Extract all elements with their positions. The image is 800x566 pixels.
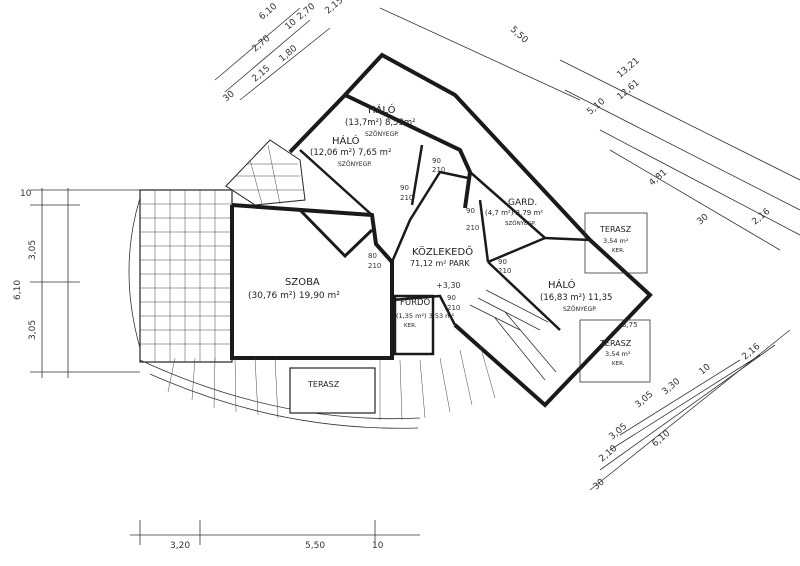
svg-text:3,05: 3,05 <box>608 422 630 443</box>
room-floor: SZŐNYEGP. <box>365 131 399 138</box>
svg-text:2,15: 2,15 <box>324 0 346 16</box>
room-floor: KER. <box>612 361 625 367</box>
svg-text:10: 10 <box>372 541 384 551</box>
svg-text:3,05: 3,05 <box>634 390 656 411</box>
svg-text:2,16: 2,16 <box>741 342 763 363</box>
room-floor: SZŐNYEGP. <box>505 220 536 227</box>
svg-text:10: 10 <box>284 17 299 32</box>
room-area: (16,83 m²) 11,35 <box>540 293 612 303</box>
svg-text:2,70: 2,70 <box>251 34 273 55</box>
svg-text:10: 10 <box>698 362 713 377</box>
svg-text:30: 30 <box>222 89 237 104</box>
room-name: HÁLÓ <box>368 103 396 116</box>
svg-text:6,10: 6,10 <box>13 280 23 300</box>
svg-text:3,05: 3,05 <box>28 320 38 340</box>
room-area: (13,7m²) 8,53m² <box>345 118 416 128</box>
svg-text:210: 210 <box>498 267 511 275</box>
svg-text:3,75: 3,75 <box>622 321 638 329</box>
svg-text:90: 90 <box>400 184 409 192</box>
room-name: KÖZLEKEDŐ <box>412 244 473 258</box>
svg-text:90: 90 <box>447 294 456 302</box>
svg-text:3,05: 3,05 <box>28 240 38 260</box>
svg-text:30: 30 <box>592 477 607 492</box>
room-label-furdo: FÜRDŐ (1,35 m²) 3,53 m² KER. <box>396 297 454 329</box>
svg-text:6,10: 6,10 <box>258 2 280 23</box>
room-name: TERASZ <box>307 380 340 389</box>
dimension-lines <box>30 7 800 545</box>
svg-text:80: 80 <box>368 252 377 260</box>
svg-text:5,50: 5,50 <box>305 541 325 551</box>
terrace-grid-left <box>128 189 233 363</box>
svg-text:4,81: 4,81 <box>648 168 670 189</box>
svg-text:210: 210 <box>432 166 445 174</box>
svg-text:13,21: 13,21 <box>616 56 642 80</box>
svg-text:90: 90 <box>432 157 441 165</box>
svg-text:210: 210 <box>368 262 381 270</box>
svg-text:5,50: 5,50 <box>508 25 530 46</box>
room-area: 3,54 m² <box>603 237 629 245</box>
room-label-terasz-right-top: TERASZ 3,54 m² KER. <box>599 225 632 254</box>
terrace-grid-upper <box>225 139 306 206</box>
room-label-halo-upper: HÁLÓ (13,7m²) 8,53m² SZŐNYEGP. <box>345 103 416 138</box>
svg-text:2,10: 2,10 <box>598 444 620 465</box>
room-area: (1,35 m²) 3,53 m² <box>396 312 454 320</box>
stair-lines <box>469 289 557 381</box>
room-label-halo-left: HÁLÓ (12,06 m²) 7,65 m² SZŐNYEGP. <box>310 134 391 168</box>
room-floor: SZŐNYEGP. <box>338 161 372 168</box>
room-name: TERASZ <box>599 339 632 348</box>
room-area: 71,12 m² PARK <box>410 259 470 268</box>
room-area: (30,76 m²) 19,90 m² <box>248 291 340 301</box>
svg-text:210: 210 <box>466 224 479 232</box>
svg-text:+3,30: +3,30 <box>436 281 461 290</box>
room-area: (4,7 m²) 3,79 m² <box>485 209 543 217</box>
room-name: FÜRDŐ <box>400 297 431 308</box>
room-name: GARD. <box>508 198 537 208</box>
room-label-terasz-bottom: TERASZ <box>307 380 340 389</box>
svg-text:210: 210 <box>400 194 413 202</box>
svg-text:3,20: 3,20 <box>170 541 190 551</box>
room-floor: KER. <box>404 323 417 329</box>
room-label-szoba: SZOBA (30,76 m²) 19,90 m² <box>248 277 340 301</box>
svg-text:2,70: 2,70 <box>296 2 318 23</box>
svg-text:3,30: 3,30 <box>661 377 683 398</box>
svg-text:2,15: 2,15 <box>251 64 273 85</box>
room-label-gard: GARD. (4,7 m²) 3,79 m² SZŐNYEGP. <box>485 198 543 227</box>
exterior-walls <box>230 52 653 408</box>
svg-text:210: 210 <box>447 304 460 312</box>
svg-text:90: 90 <box>466 207 475 215</box>
room-floor: KER. <box>612 248 625 254</box>
terrace-fan-bottom <box>139 344 496 429</box>
svg-text:5,10: 5,10 <box>586 97 608 118</box>
opening-labels: 90 210 90 210 90 210 80 210 90 210 90 21… <box>368 157 638 329</box>
room-area: 3,54 m² <box>605 350 631 358</box>
svg-text:90: 90 <box>498 258 507 266</box>
room-name: TERASZ <box>599 225 632 234</box>
room-name: HÁLÓ <box>332 134 360 147</box>
svg-text:10: 10 <box>20 189 32 199</box>
room-name: HÁLÓ <box>548 278 576 291</box>
room-label-kozlekedo: KÖZLEKEDŐ 71,12 m² PARK <box>410 244 473 268</box>
svg-text:2,16: 2,16 <box>751 207 773 228</box>
svg-text:30: 30 <box>696 212 711 227</box>
room-area: (12,06 m²) 7,65 m² <box>310 148 391 158</box>
room-label-terasz-right-bottom: TERASZ 3,54 m² KER. <box>599 339 632 367</box>
room-label-halo-right: HÁLÓ (16,83 m²) 11,35 SZŐNYEGP. <box>540 278 612 313</box>
room-floor: SZŐNYEGP. <box>563 306 597 313</box>
room-name: SZOBA <box>285 277 320 288</box>
